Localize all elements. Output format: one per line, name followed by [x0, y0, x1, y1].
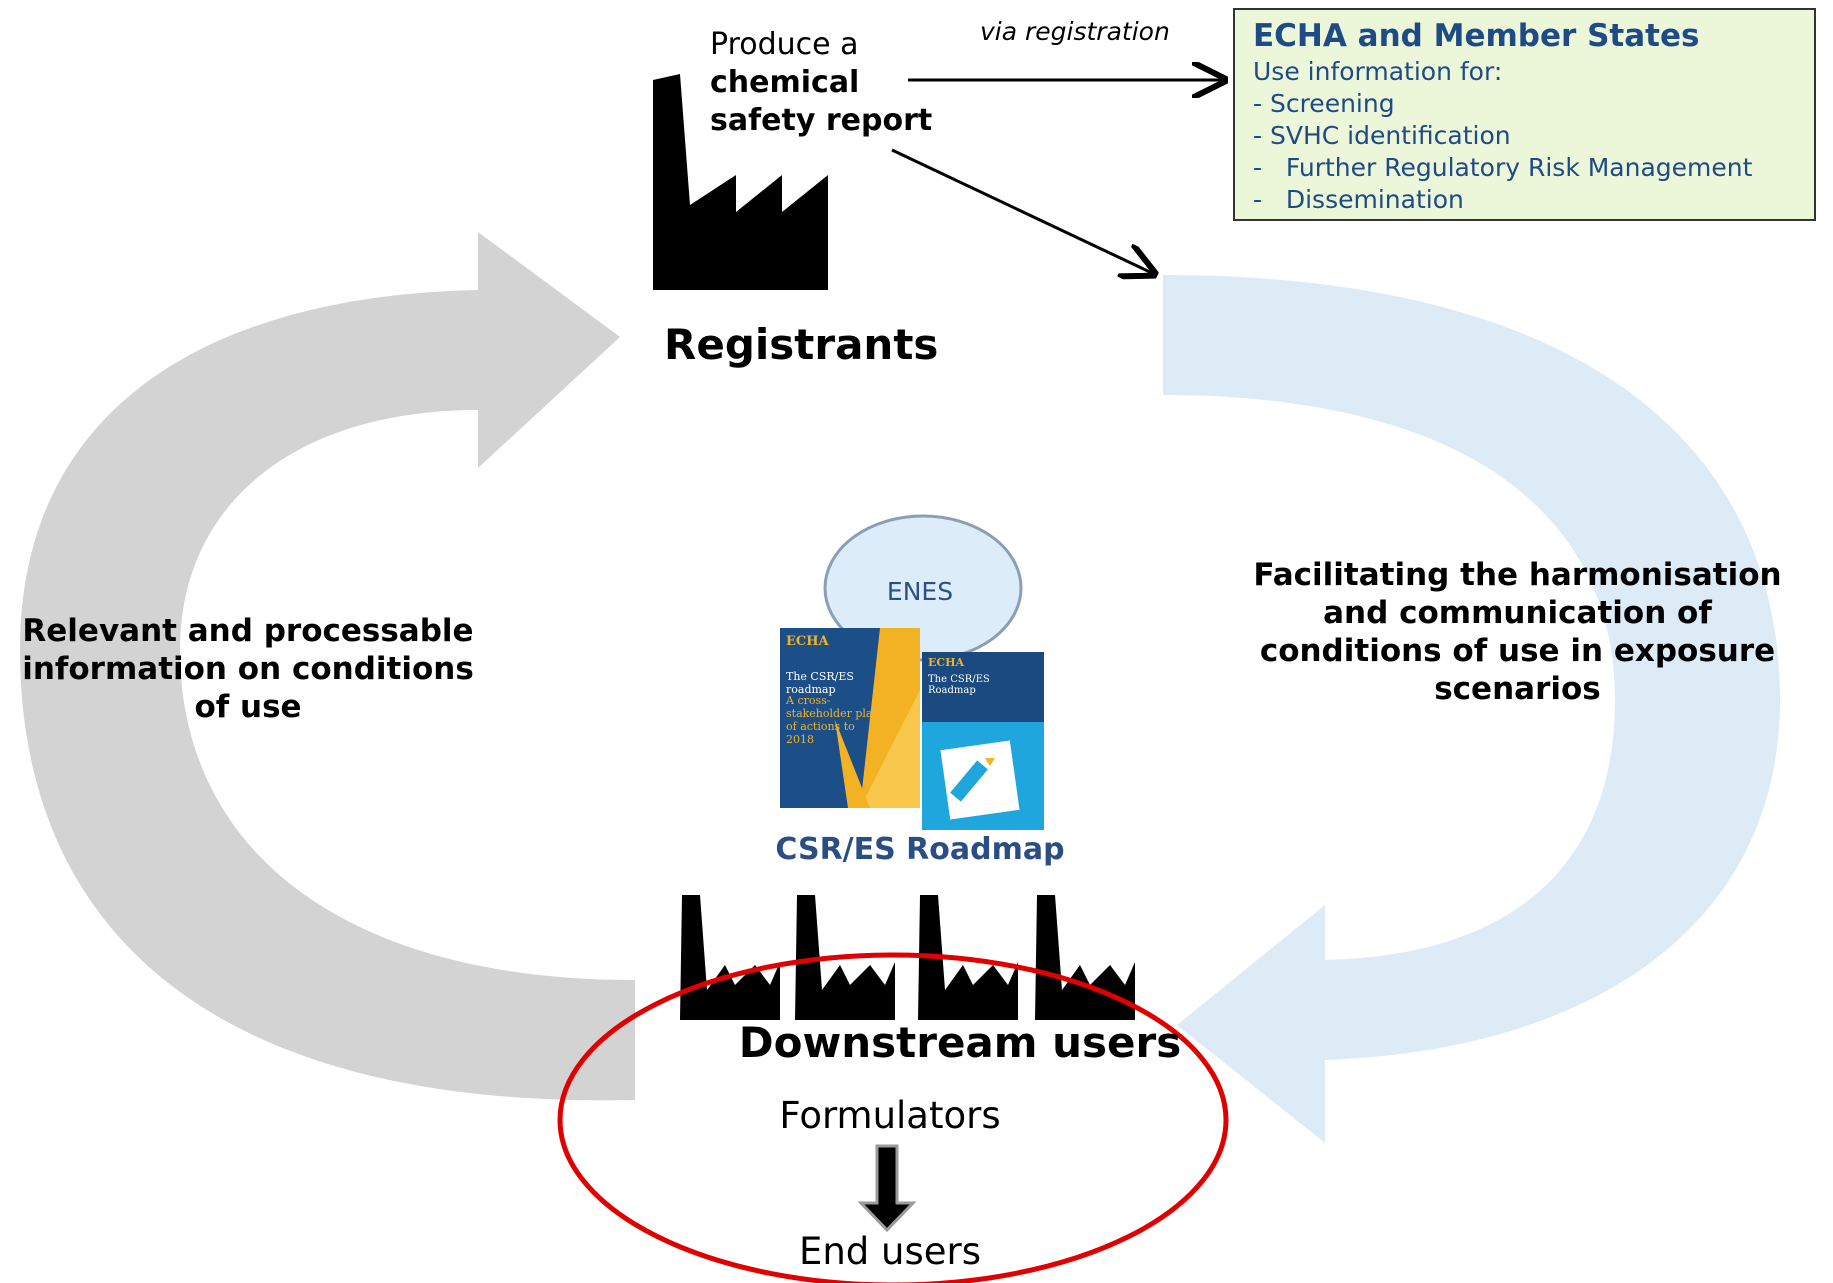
formulators-label: Formulators — [779, 1094, 1001, 1137]
cover2-title: The CSR/ES Roadmap — [928, 674, 990, 696]
roadmap-cover-2 — [922, 652, 1044, 830]
downstream-factories-icon — [680, 895, 1135, 1020]
roadmap-cover-1 — [780, 628, 920, 808]
echa-box-item: - Further Regulatory Risk Management — [1253, 153, 1753, 182]
cover1-title: The CSR/ES roadmap — [786, 670, 854, 696]
enes-label: ENES — [886, 577, 954, 606]
echa-box-item: - Screening — [1253, 89, 1395, 118]
echa-member-states-box: ECHA and Member States Use information f… — [1233, 8, 1816, 221]
registrant-factory-icon — [653, 74, 828, 290]
downstream-users-label: Downstream users — [738, 1018, 1182, 1067]
produce-report-label: Produce a chemical safety report — [710, 26, 932, 140]
via-registration-label: via registration — [980, 17, 1170, 46]
arrow-to-blue-cycle — [891, 148, 1152, 273]
roadmap-label: CSR/ES Roadmap — [775, 832, 1065, 867]
produce-line-1: Produce a — [710, 27, 859, 62]
echa-box-item: - SVHC identification — [1253, 121, 1511, 150]
cover1-subtitle: A cross-stakeholder plan of actions to 2… — [786, 694, 880, 746]
cover2-brand: ECHA — [928, 656, 965, 669]
blue-cycle-arrow — [1163, 275, 1780, 1143]
produce-line-2: chemical — [710, 65, 860, 100]
cover1-brand: ECHA — [786, 634, 829, 649]
end-users-label: End users — [798, 1230, 982, 1273]
registrants-label: Registrants — [664, 320, 939, 369]
formulators-to-end-users-arrow — [857, 1144, 917, 1233]
left-arrow-label: Relevant and processable information on … — [22, 613, 474, 725]
echa-box-subtitle: Use information for: — [1253, 57, 1503, 86]
echa-box-title: ECHA and Member States — [1253, 18, 1700, 54]
grey-cycle-arrow — [20, 232, 635, 1101]
echa-box-item: - Dissemination — [1253, 185, 1464, 214]
right-arrow-label: Facilitating the harmonisation and commu… — [1253, 557, 1782, 707]
produce-line-3: safety report — [710, 103, 933, 138]
downstream-users-ellipse — [557, 952, 1229, 1283]
